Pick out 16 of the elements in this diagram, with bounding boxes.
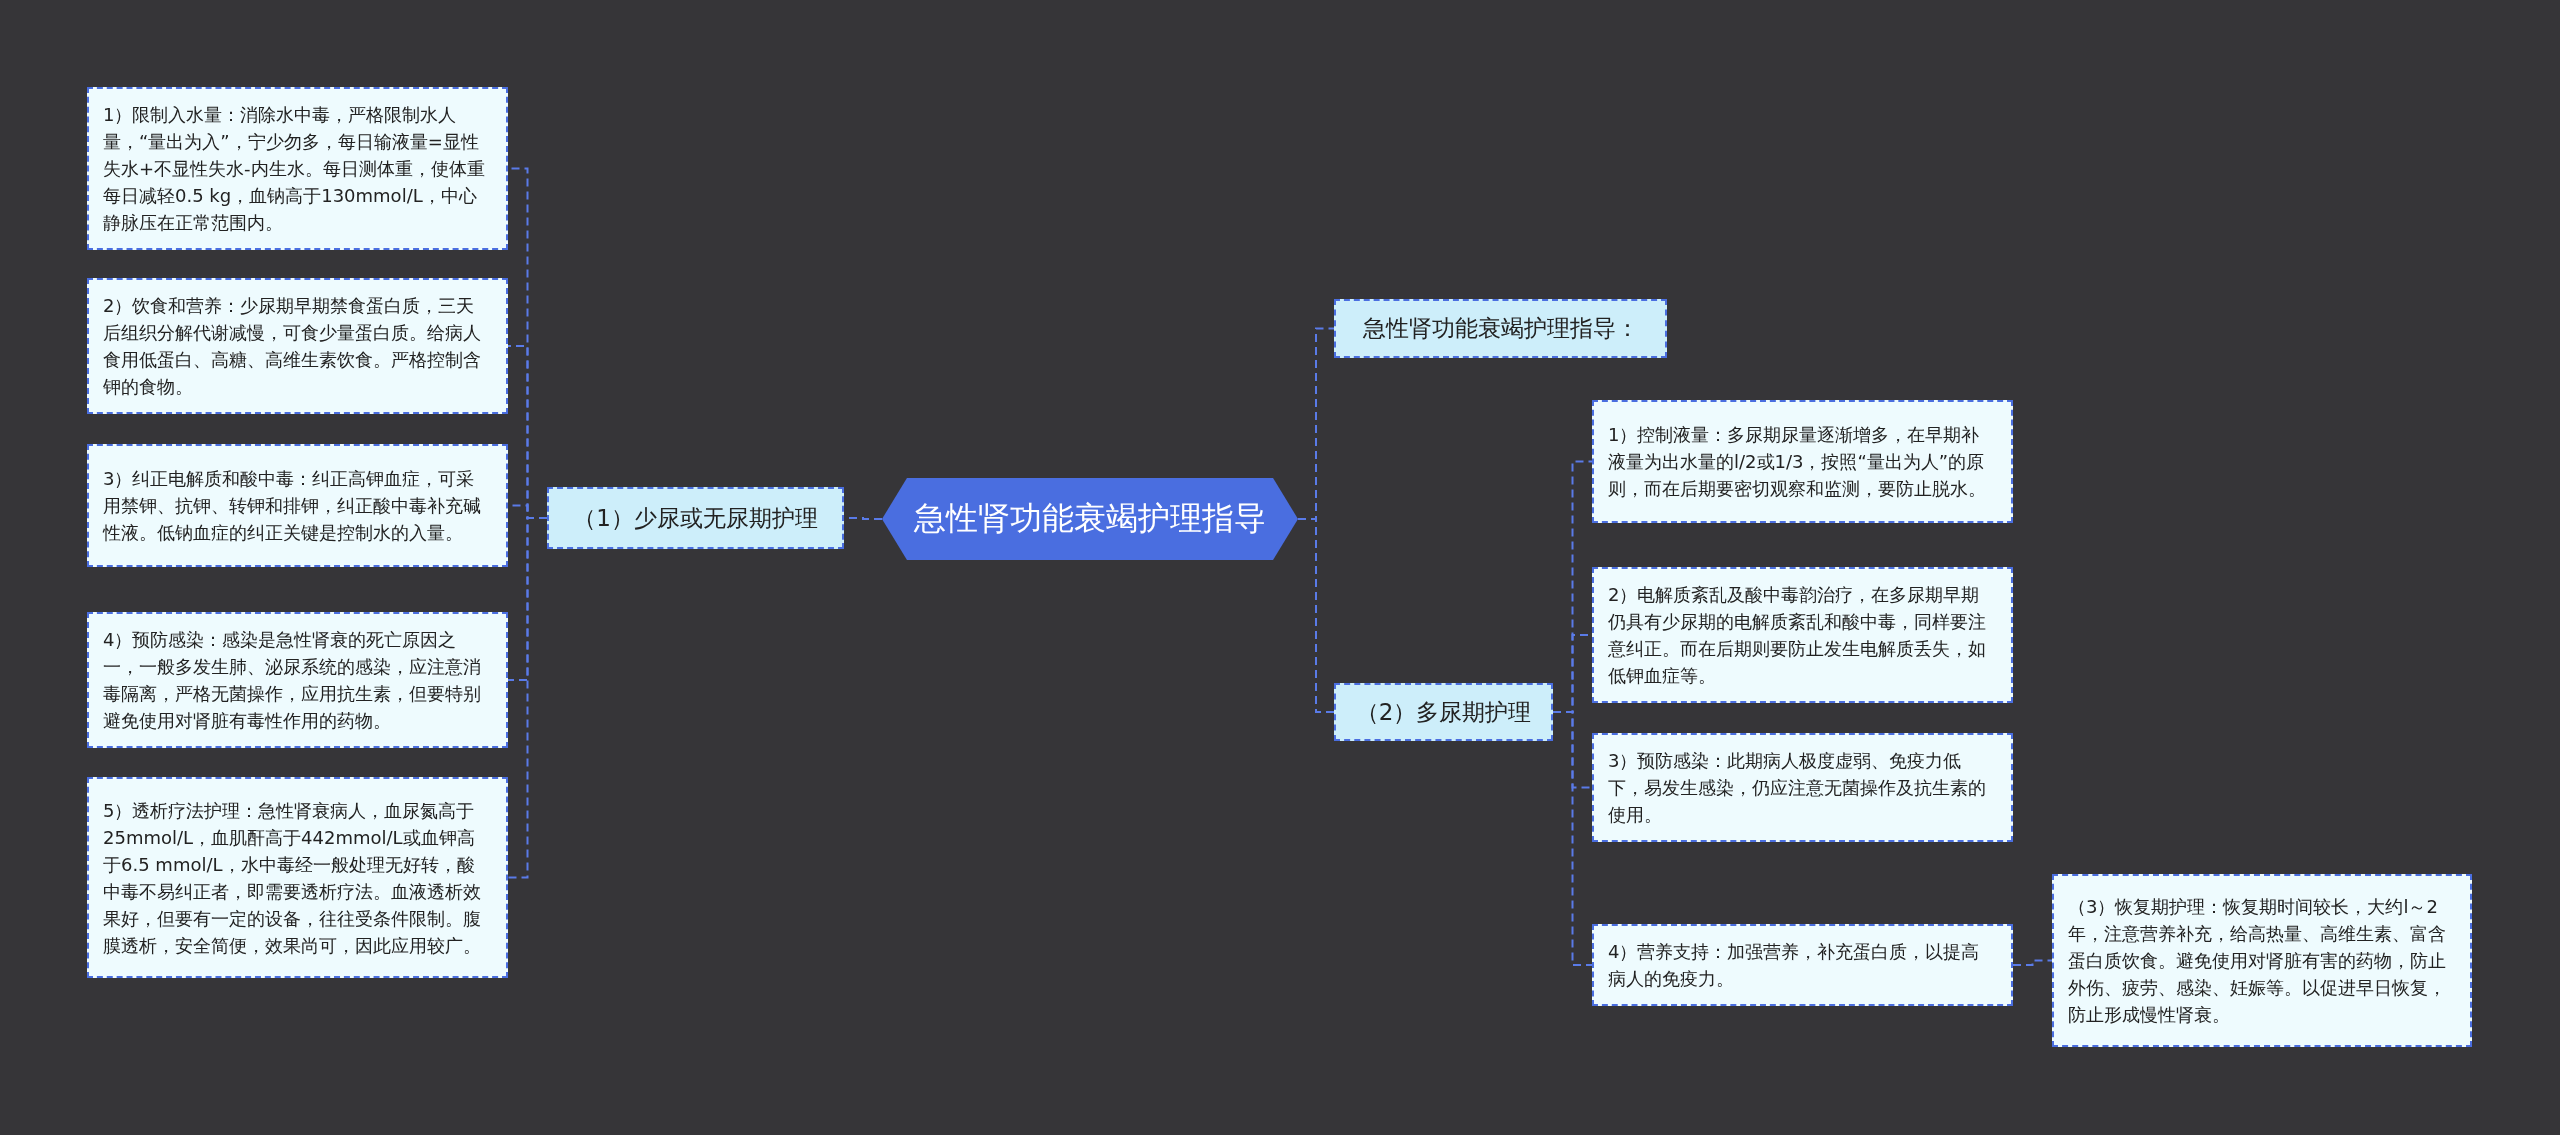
note-box: 5）透析疗法护理：急性肾衰病人，血尿氮高于25mmol/L，血肌酐高于442mmol/L或血钾高于6.5 mmol/L，水中毒经一般处理无好转，酸中毒不易纠正者，即需要透析疗法。血液透析效果好，但要有一定的设备，往往受条件限制。腹膜透析，安全简便，效果尚可，因此应用较广。 — [87, 777, 508, 978]
note-box: 4）预防感染：感染是急性肾衰的死亡原因之一，一般多发生肺、泌尿系统的感染，应注意消毒隔离，严格无菌操作，应用抗生素，但要特别避免使用对肾脏有毒性作用的药物。 — [87, 612, 508, 748]
note-box: 3）纠正电解质和酸中毒：纠正高钾血症，可采用禁钾、抗钾、转钾和排钾，纠正酸中毒补充碱性液。低钠血症的纠正关键是控制水的入量。 — [87, 444, 508, 567]
connector-line — [1552, 711, 1593, 966]
note-box: 2）电解质紊乱及酸中毒韵治疗，在多尿期早期仍具有少尿期的电解质紊乱和酸中毒，同样要注意纠正。而在后期则要防止发生电解质丢失，如低钾血症等。 — [1592, 567, 2013, 703]
connector-line — [1297, 518, 1335, 713]
note-box: 1）控制液量：多尿期尿量逐渐增多，在早期补液量为出水量的l/2或1/3，按照“量出为人”的原则，而在后期要密切观察和监测，要防止脱水。 — [1592, 400, 2013, 523]
branch-topic-box: （1）少尿或无尿期护理 — [547, 487, 844, 549]
note-box: 2）饮食和营养：少尿期早期禁食蛋白质，三天后组织分解代谢减慢，可食少量蛋白质。给病人食用低蛋白、高糖、高维生素饮食。严格控制含钾的食物。 — [87, 278, 508, 414]
branch-topic-box: 急性肾功能衰竭护理指导： — [1334, 299, 1667, 358]
note-box: 4）营养支持：加强营养，补充蛋白质，以提高病人的免疫力。 — [1592, 924, 2013, 1006]
note-box: （3）恢复期护理：恢复期时间较长，大约l～2年，注意营养补充，给高热量、高维生素、富含蛋白质饮食。避免使用对肾脏有害的药物，防止外伤、疲劳、感染、妊娠等。以促进早日恢复，防止形成慢性肾衰。 — [2052, 874, 2472, 1047]
note-box: 3）预防感染：此期病人极度虚弱、免疫力低下，易发生感染，仍应注意无菌操作及抗生素的使用。 — [1592, 733, 2013, 842]
connector-line — [2012, 959, 2053, 966]
branch-topic-box: （2）多尿期护理 — [1334, 683, 1553, 741]
note-box: 1）限制入水量：消除水中毒，严格限制水人量，“量出为入”，宁少勿多，每日输液量=显性失水+不显性失水-内生水。每日测体重，使体重每日减轻0.5 kg，血钠高于130mmol/L，中心静脉压在正常范围内。 — [87, 87, 508, 250]
